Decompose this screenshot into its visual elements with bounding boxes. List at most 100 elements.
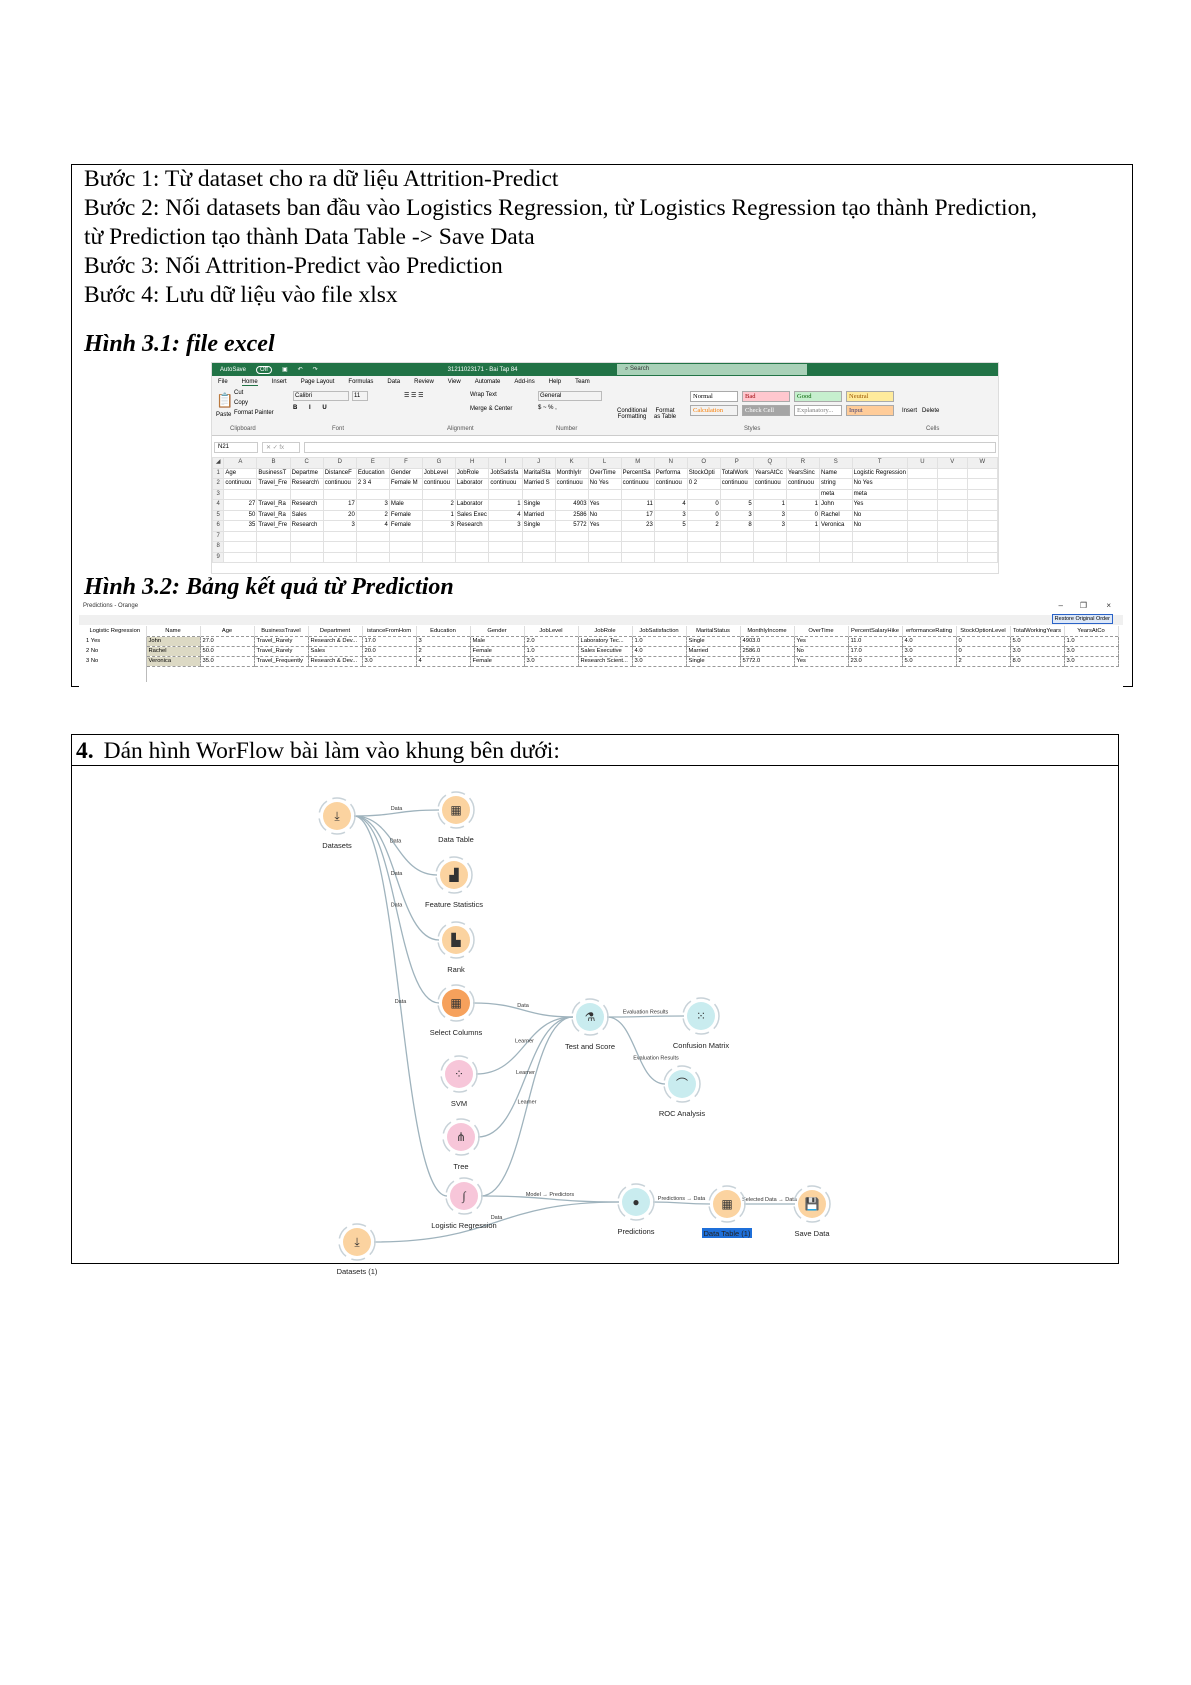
column-header[interactable]: Logistic Regression xyxy=(84,626,147,636)
font-size-select[interactable]: 11 xyxy=(352,391,368,401)
ribbon-tab-page-layout[interactable]: Page Layout xyxy=(300,379,335,385)
widget-featstats[interactable]: ▟Feature Statistics xyxy=(425,856,483,909)
widget-rank[interactable]: ▙Rank xyxy=(437,921,475,974)
column-header[interactable]: istanceFromHom xyxy=(362,626,417,636)
column-header[interactable]: Age xyxy=(200,626,255,636)
cell[interactable] xyxy=(752,551,787,563)
cell[interactable] xyxy=(906,551,938,563)
column-header[interactable]: Name xyxy=(146,626,201,636)
wrap-text-button[interactable]: Wrap Text xyxy=(470,392,497,398)
column-header[interactable]: erformanceRating xyxy=(902,626,957,636)
cell-style-bad[interactable]: Bad xyxy=(742,391,790,402)
format-painter-button[interactable]: Format Painter xyxy=(234,410,274,416)
widget-datatable1[interactable]: ▦Data Table (1) xyxy=(702,1185,752,1238)
cell-style-checkcell[interactable]: Check Cell xyxy=(742,405,790,416)
undo-icon[interactable]: ↶ xyxy=(297,367,303,373)
autosave-toggle[interactable]: Off xyxy=(256,365,272,374)
widget-datatable[interactable]: ▦Data Table xyxy=(437,791,475,844)
widget-selcols[interactable]: ▦Select Columns xyxy=(430,984,483,1037)
cell[interactable] xyxy=(966,551,998,563)
column-header[interactable]: StockOptionLevel xyxy=(956,626,1011,636)
widget-predictions[interactable]: ●Predictions xyxy=(617,1183,655,1236)
cell[interactable] xyxy=(421,551,456,563)
redo-icon[interactable]: ↷ xyxy=(312,367,318,373)
cell[interactable] xyxy=(620,551,655,563)
widget-datasets1[interactable]: ⤓Datasets (1) xyxy=(337,1223,378,1276)
ribbon-tab-home[interactable]: Home xyxy=(241,378,258,386)
cell[interactable] xyxy=(322,551,357,563)
minimize-button[interactable]: – xyxy=(1058,601,1063,610)
delete-cells-button[interactable]: Delete xyxy=(922,408,940,414)
ribbon-tab-insert[interactable]: Insert xyxy=(271,379,287,385)
ribbon-tab-automate[interactable]: Automate xyxy=(474,379,501,385)
column-header[interactable]: PercentSalaryHike xyxy=(848,626,903,636)
ribbon-tab-team[interactable]: Team xyxy=(575,379,590,385)
format-as-table-button[interactable]: Format as Table xyxy=(653,408,677,420)
column-header[interactable]: MonthlyIncome xyxy=(740,626,795,636)
cell-style-input[interactable]: Input xyxy=(846,405,894,416)
search-box[interactable]: ⌕ Search xyxy=(617,364,807,375)
cell[interactable] xyxy=(289,551,324,563)
font-format-buttons[interactable]: B I U xyxy=(293,405,332,411)
cell[interactable] xyxy=(488,551,523,563)
column-header[interactable]: Department xyxy=(308,626,363,636)
widget-roc[interactable]: ⌒ROC Analysis xyxy=(659,1065,706,1118)
paste-button[interactable]: Paste xyxy=(216,412,232,418)
cell-style-explanatory[interactable]: Explanatory... xyxy=(794,405,842,416)
number-format-select[interactable]: General xyxy=(538,391,602,401)
font-select[interactable]: Calibri xyxy=(293,391,349,401)
column-header[interactable]: TotalWorkingYears xyxy=(1010,626,1065,636)
widget-logreg[interactable]: ∫Logistic Regression xyxy=(431,1177,497,1230)
ribbon-tab-formulas[interactable]: Formulas xyxy=(348,379,374,385)
column-header[interactable]: OverTime xyxy=(794,626,849,636)
column-header[interactable]: JobSatisfaction xyxy=(632,626,687,636)
widget-testscore[interactable]: ⚗Test and Score xyxy=(565,998,615,1051)
cell[interactable] xyxy=(653,551,688,563)
ribbon-tab-view[interactable]: View xyxy=(447,379,461,385)
widget-savedata[interactable]: 💾Save Data xyxy=(793,1185,831,1238)
ribbon-tab-add-ins[interactable]: Add-ins xyxy=(514,379,535,385)
cell[interactable] xyxy=(851,551,908,563)
cell-style-neutral[interactable]: Neutral xyxy=(846,391,894,402)
align-buttons[interactable]: ☰ ☰ ☰ xyxy=(404,393,424,399)
widget-datasets[interactable]: ⤓Datasets xyxy=(318,797,356,850)
save-icon[interactable]: ▣ xyxy=(281,367,288,373)
formula-input[interactable] xyxy=(304,442,996,453)
copy-button[interactable]: Copy xyxy=(234,400,249,406)
insert-cells-button[interactable]: Insert xyxy=(902,408,918,414)
conditional-formatting-button[interactable]: Conditional Formatting xyxy=(617,408,648,420)
ribbon-tab-help[interactable]: Help xyxy=(548,379,562,385)
widget-svm[interactable]: ⁘SVM xyxy=(440,1055,478,1108)
cell-style-good[interactable]: Good xyxy=(794,391,842,402)
column-header[interactable]: JobRole xyxy=(578,626,633,636)
maximize-button[interactable]: ❐ xyxy=(1079,601,1087,610)
widget-tree[interactable]: ⋔Tree xyxy=(442,1118,480,1171)
cell[interactable] xyxy=(521,551,556,563)
number-buttons[interactable]: $ ~ % , xyxy=(538,405,557,411)
column-header[interactable]: Gender xyxy=(470,626,525,636)
ribbon-tab-file[interactable]: File xyxy=(218,379,228,385)
column-header[interactable]: YearsAtCo xyxy=(1064,626,1119,636)
column-header[interactable]: MaritalStatus xyxy=(686,626,741,636)
cell-style-normal[interactable]: Normal xyxy=(690,391,738,402)
merge-center-button[interactable]: Merge & Center xyxy=(470,406,513,412)
restore-original-order-button[interactable]: Restore Original Order xyxy=(1051,614,1113,624)
ribbon-tab-review[interactable]: Review xyxy=(414,379,434,385)
close-button[interactable]: × xyxy=(1106,601,1111,610)
column-header[interactable]: Education xyxy=(416,626,471,636)
column-header[interactable]: JobLevel xyxy=(524,626,579,636)
cell[interactable] xyxy=(785,551,820,563)
row-header[interactable]: 9 xyxy=(212,551,225,563)
name-box[interactable]: N21 xyxy=(214,442,258,453)
cell[interactable] xyxy=(256,551,291,563)
cell[interactable] xyxy=(388,551,423,563)
paste-icon[interactable]: 📋 xyxy=(216,392,234,408)
ribbon-tab-data[interactable]: Data xyxy=(387,379,401,385)
cell-style-calculation[interactable]: Calculation xyxy=(690,405,738,416)
column-header[interactable]: BusinessTravel xyxy=(254,626,309,636)
widget-confusion[interactable]: ⁙Confusion Matrix xyxy=(673,997,730,1050)
